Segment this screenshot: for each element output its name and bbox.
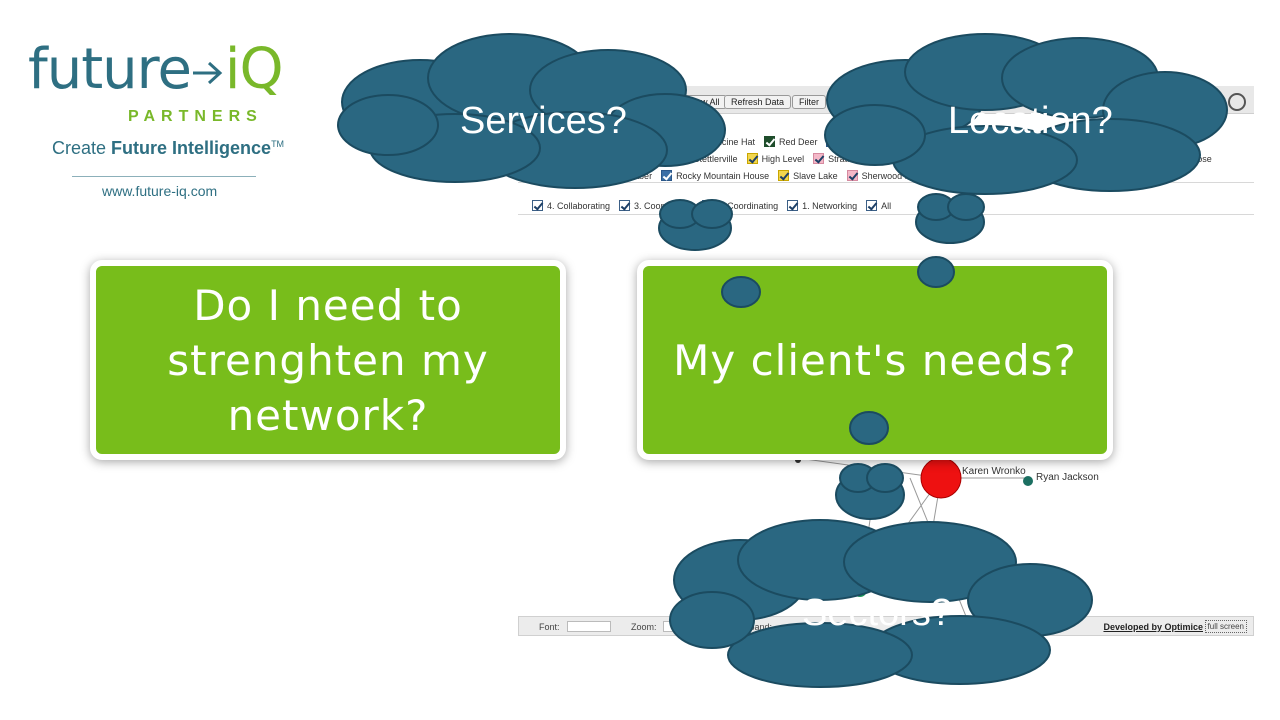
network-line-3: network? <box>227 390 429 440</box>
level-filter-label: 1. Networking <box>802 201 858 211</box>
zoom-label: Zoom: <box>631 622 657 632</box>
edge <box>797 457 942 479</box>
region-filter-item[interactable]: Red Deer <box>763 134 818 149</box>
sectors-cloud-label: Sectors? <box>802 592 952 634</box>
region-filter-label: Red Deer <box>778 137 818 147</box>
edge <box>859 463 879 591</box>
filters-divider <box>518 182 1254 183</box>
checkbox-icon[interactable] <box>866 200 878 211</box>
level-filter-label: 4. Collaborating <box>547 201 611 211</box>
network-line-1: Do I need to <box>193 280 463 330</box>
client-needs-callout: My client's needs? <box>637 260 1113 460</box>
node-label-patricia: Patricia Power <box>930 544 995 555</box>
checkbox-icon[interactable] <box>532 200 543 211</box>
region-filter-label: Slave Lake <box>793 171 838 181</box>
logo-word-iq: iQ <box>224 37 284 102</box>
font-label: Font: <box>539 622 560 632</box>
node-label-bob: Bob Miller <box>870 580 915 591</box>
checkbox-icon[interactable] <box>619 200 631 211</box>
region-filter-label: High Level <box>761 154 805 164</box>
region-filter-label: Medicine Hat <box>702 137 755 147</box>
needs-callout-text: My client's needs? <box>673 333 1077 388</box>
logo-tagline: Create Future IntelligenceTM <box>52 138 284 159</box>
arrow-icon <box>192 61 223 84</box>
network-callout: Do I need to strenghten my network? <box>90 260 566 460</box>
expand-label: Expand: <box>739 622 773 632</box>
checkbox-icon[interactable] <box>787 200 799 211</box>
checkbox-icon[interactable] <box>778 170 790 181</box>
logo-partners: PARTNERS <box>128 108 263 125</box>
filter-button[interactable]: Filter <box>792 95 826 109</box>
checkbox-icon[interactable] <box>846 170 858 181</box>
level-filter-label: All <box>881 201 892 211</box>
region-filter-item[interactable]: Slave Lake <box>778 168 838 183</box>
network-callout-text: Do I need to strenghten my network? <box>167 278 488 443</box>
logo-word-future: future <box>28 37 192 102</box>
network-line-2: strenghten my <box>167 335 489 385</box>
level-filter-item[interactable]: All <box>866 198 891 215</box>
location-cloud-label: Location? <box>948 100 1113 142</box>
node-karen-wronko[interactable] <box>920 457 962 499</box>
zoom-slider[interactable] <box>663 621 707 632</box>
services-cloud-label: Services? <box>460 100 627 142</box>
zoom-out-icon[interactable] <box>1228 93 1246 111</box>
future-iq-logo: future iQ PARTNERS Create Future Intellig… <box>28 38 308 208</box>
needs-line-1: My client's needs? <box>673 335 1077 385</box>
level-filter-item[interactable]: 4. Collaborating <box>532 198 610 215</box>
font-slider[interactable] <box>567 621 611 632</box>
logo-divider <box>72 176 256 177</box>
levels-divider <box>518 214 1254 215</box>
level-filter-label: 2. Coordinating <box>717 201 779 211</box>
logo-url: www.future-iq.com <box>102 183 218 199</box>
tagline-bold: Future Intelligence <box>111 138 272 158</box>
checkbox-icon[interactable] <box>763 136 775 147</box>
node-label-ryan: Ryan Jackson <box>1036 472 1099 483</box>
developed-by-link[interactable]: Developed by Optimice <box>1103 622 1203 632</box>
edge <box>859 477 942 591</box>
level-filter-item[interactable]: 1. Networking <box>787 198 857 215</box>
trademark-mark: TM <box>271 139 285 149</box>
tagline-prefix: Create <box>52 138 112 158</box>
logo-wordmark: future iQ <box>28 37 284 102</box>
checkbox-icon[interactable] <box>746 153 758 164</box>
region-filter-item[interactable]: High Level <box>746 151 805 166</box>
checkbox-icon[interactable] <box>813 153 825 164</box>
full-screen-button[interactable]: full screen <box>1204 620 1247 633</box>
node-label-karen: Karen Wronko <box>962 466 1026 477</box>
node-ryan-jackson[interactable] <box>1023 476 1033 486</box>
region-filter-label: Rocky Mountain House <box>676 171 770 181</box>
